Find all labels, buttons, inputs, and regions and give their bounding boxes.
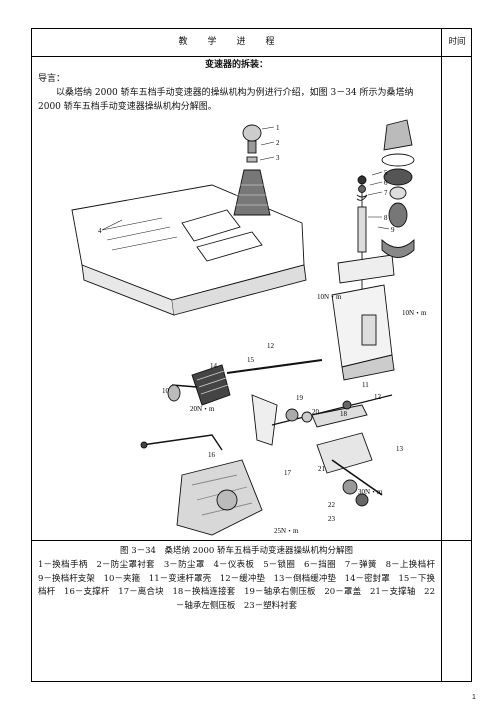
torque-label-3: 20N・m [190,405,215,413]
callout-18: 18 [340,410,348,418]
callout-17: 17 [284,469,292,477]
torque-label-2: 10N・m [402,309,427,317]
callout-10: 10 [162,387,170,395]
callout-14: 14 [210,362,218,370]
callout-12a: 12 [267,342,275,350]
torque-label-5: 25N・m [274,527,299,535]
callout-7: 7 [384,189,388,197]
callout-2: 2 [276,139,280,147]
callout-20: 20 [312,408,320,416]
callout-19: 19 [296,394,304,402]
time-header: 时间 [448,37,466,47]
callout-22: 22 [328,501,336,509]
callout-9: 9 [391,226,395,234]
callout-3: 3 [276,154,280,162]
callout-1: 1 [276,124,280,132]
teaching-process-header: 教学进程 [178,37,295,47]
callout-21: 21 [318,465,326,473]
header-divider [32,56,471,57]
callout-11: 11 [362,381,369,389]
callout-8: 8 [384,214,388,222]
callout-15: 15 [247,356,255,364]
callout-13: 13 [396,445,404,453]
lesson-table: 教学进程 时间 变速器的拆装： 导言： 以桑塔纳 2000 轿车五档手动变速器的… [31,28,472,682]
parts-legend: 1－换档手柄 2－防尘罩衬套 3－防尘罩 4－仪表板 5－锁圈 6－挡圈 7－弹… [38,560,444,611]
callout-12b: 12 [374,393,382,401]
callout-4: 4 [98,227,102,235]
section-title: 变速器的拆装： [204,60,268,70]
column-divider [441,29,442,681]
callout-23: 23 [328,515,336,523]
lead-label: 导言： [38,74,66,84]
callout-16: 16 [208,451,216,459]
figure-caption: 图 3－34 桑塔纳 2000 轿车五档手动变速器操纵机构分解图 [120,546,353,556]
intro-paragraph: 以桑塔纳 2000 轿车五档手动变速器的操纵机构为例进行介绍，如图 3－34 所… [38,88,414,112]
callout-5: 5 [384,169,388,177]
figure-divider [32,540,471,541]
page-number: 1 [472,694,476,701]
callout-6: 6 [384,179,388,187]
torque-label-4: 30N・m [358,488,383,496]
torque-label-1: 10N・m [317,293,342,301]
gearshift-exploded-diagram: 1 2 3 4 5 6 7 8 9 10 11 12 12 13 14 15 1… [71,119,427,536]
